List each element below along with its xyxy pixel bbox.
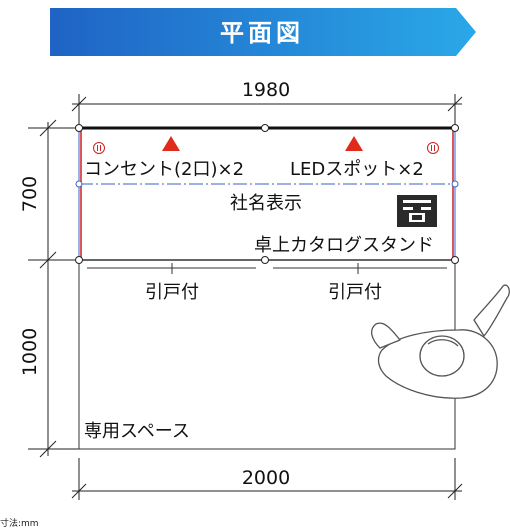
dedicated-space-label: 専用スペース [84,421,190,442]
company-name-label: 社名表示 [230,193,302,214]
left-dimension [28,119,80,458]
space-depth-label: 1000 [19,328,41,376]
sliding-door-right-label: 引戸付 [328,282,382,303]
bottom-width-label: 2000 [242,467,290,489]
spotlight-triangle-icon [162,136,180,151]
outlet-label: コンセント(2口)×2 [84,159,244,180]
spotlight-triangle-icon [345,136,363,151]
bottom-dimension [71,458,463,500]
unit-note: 寸法:mm [0,517,39,529]
top-width-label: 1980 [242,79,290,101]
title-banner: 平面図 [50,8,476,56]
counter-depth-label: 700 [19,176,41,212]
page-title: 平面図 [220,19,304,47]
door-ticks [167,263,363,274]
top-dimension [71,94,463,124]
outlet-icon [93,142,105,154]
node-markers [75,124,459,264]
person-top-view-icon [370,284,510,399]
outlet-icon [427,142,439,154]
catalog-stand-label: 卓上カタログスタンド [254,235,434,256]
sliding-door-left-label: 引戸付 [145,282,199,303]
spotlight-label: LEDスポット×2 [290,159,424,180]
side-node-markers [75,180,459,188]
catalog-stand-icon [397,195,437,227]
